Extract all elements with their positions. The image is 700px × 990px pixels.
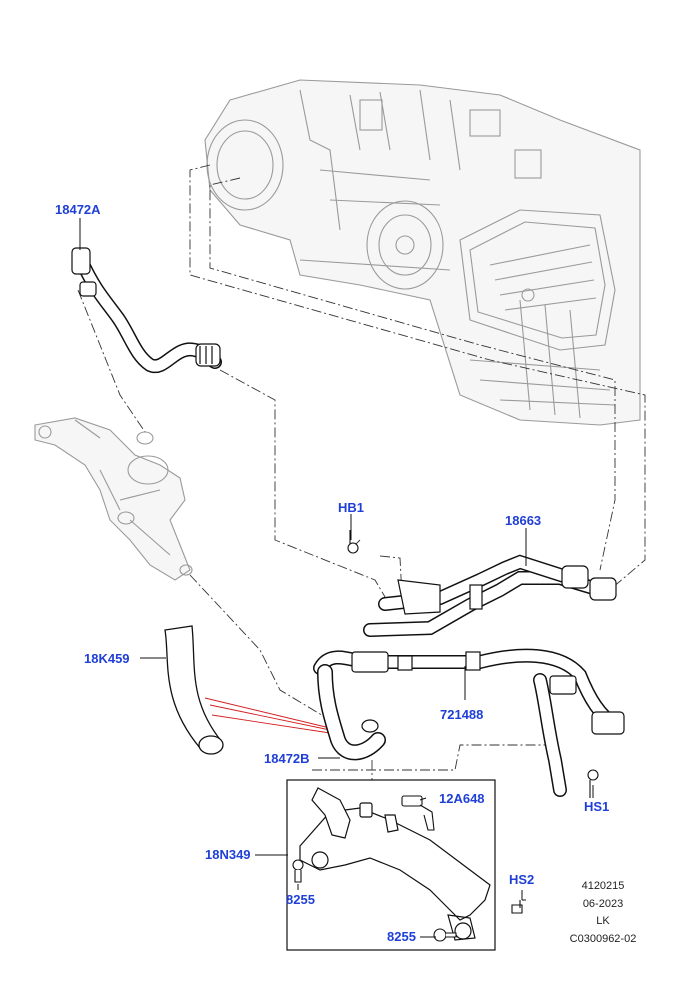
- callout-hs2[interactable]: HS2: [509, 872, 535, 887]
- hose-18472a: [71, 247, 222, 374]
- pipe-assembly-18663: [363, 554, 617, 637]
- red-guide-lines: [204, 697, 331, 734]
- bolt-8255-right: [433, 928, 457, 942]
- callout-12a648[interactable]: 12A648: [439, 791, 485, 806]
- diagram-market: LK: [596, 915, 610, 927]
- callout-18n349[interactable]: 18N349: [205, 847, 251, 862]
- callout-18472b[interactable]: 18472B: [264, 751, 310, 766]
- callout-hs1[interactable]: HS1: [584, 799, 610, 814]
- callout-8255-left[interactable]: 8255: [286, 892, 315, 907]
- diagram-date: 06-2023: [582, 898, 624, 910]
- callout-leaders: [79, 218, 594, 938]
- hvac-housing-assembly: [204, 79, 641, 426]
- callout-18472a[interactable]: 18472A: [55, 202, 101, 217]
- sensor-12a648: [401, 795, 435, 831]
- bolt-hs1: [587, 769, 599, 798]
- bolt-hs2: [511, 899, 526, 914]
- diagram-number: 4120215: [581, 880, 625, 892]
- diagram-reference: C0300962-02: [569, 933, 637, 945]
- callout-8255-right[interactable]: 8255: [387, 929, 416, 944]
- hose-18472b: [317, 664, 386, 761]
- hose-18k459: [164, 625, 224, 755]
- bracket-assembly-18n349: [286, 779, 496, 951]
- callout-18k459[interactable]: 18K459: [84, 651, 130, 666]
- ghost-mounting-bracket: [34, 417, 193, 581]
- bolt-hb1: [347, 530, 359, 554]
- callout-18663[interactable]: 18663: [505, 513, 542, 528]
- callout-721488[interactable]: 721488: [440, 707, 484, 722]
- hose-assembly-721488: [313, 648, 625, 797]
- bolt-8255-left: [292, 859, 304, 883]
- callout-hb1[interactable]: HB1: [338, 500, 365, 515]
